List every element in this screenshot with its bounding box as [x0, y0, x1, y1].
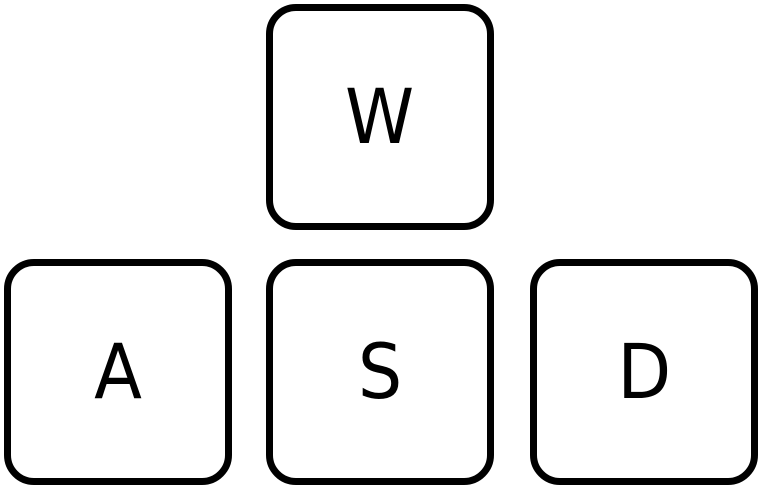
- key-w-label: W: [345, 72, 415, 161]
- key-d-label: D: [617, 327, 671, 416]
- key-s[interactable]: S: [266, 259, 494, 485]
- key-a-label: A: [94, 327, 142, 416]
- key-d[interactable]: D: [530, 259, 758, 485]
- key-s-label: S: [357, 327, 403, 416]
- key-w[interactable]: W: [266, 4, 494, 230]
- key-a[interactable]: A: [4, 259, 232, 485]
